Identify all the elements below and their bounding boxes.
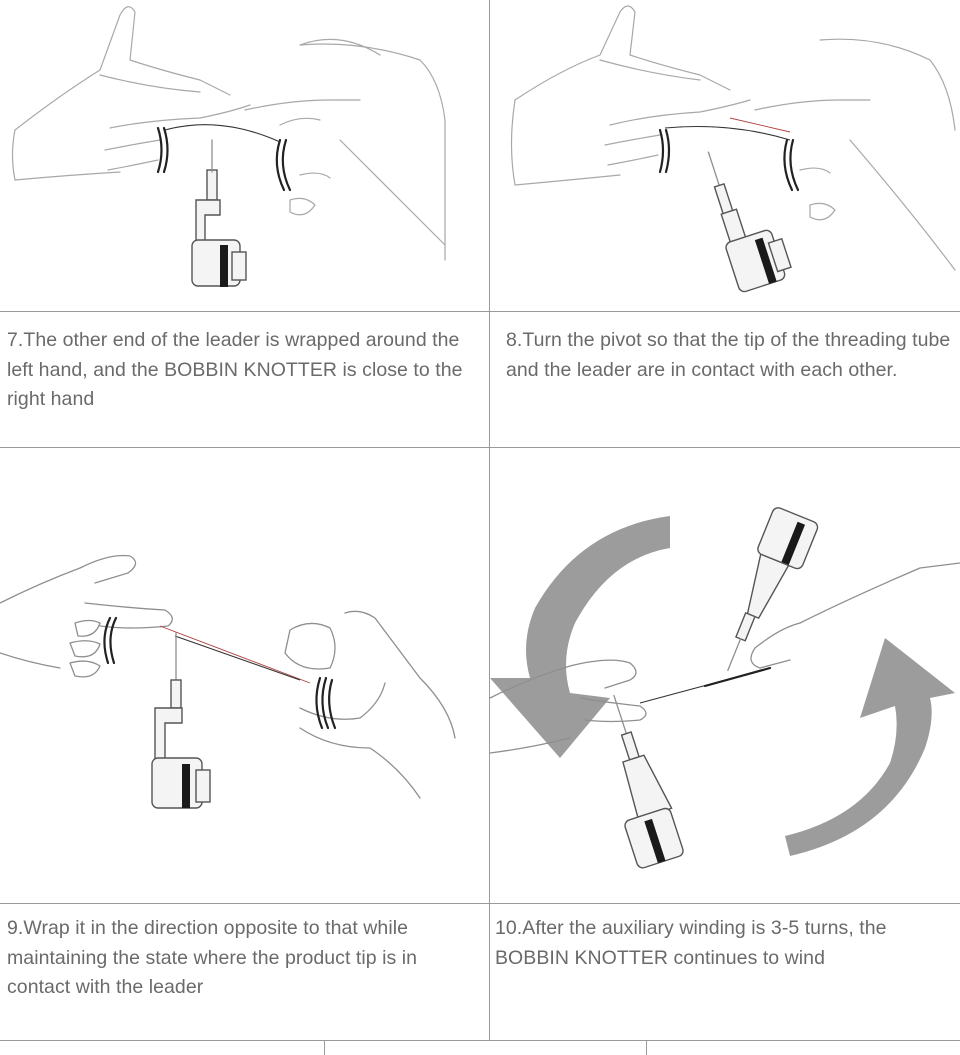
grid-divider-horizontal-4 bbox=[0, 1040, 960, 1041]
rotate-arrow-right-icon bbox=[785, 638, 955, 856]
step-8-caption: 8.Turn the pivot so that the tip of the … bbox=[506, 326, 954, 385]
grid-divider-horizontal-3 bbox=[0, 903, 960, 904]
step-7-illustration bbox=[0, 0, 489, 311]
step-7-caption: 7.The other end of the leader is wrapped… bbox=[7, 326, 485, 415]
step-9-caption: 9.Wrap it in the direction opposite to t… bbox=[7, 914, 477, 1003]
step-10-caption: 10.After the auxiliary winding is 3-5 tu… bbox=[495, 914, 955, 973]
grid-divider-bottom-1 bbox=[324, 1040, 325, 1055]
grid-divider-bottom-2 bbox=[646, 1040, 647, 1055]
rotate-arrow-left-icon bbox=[490, 516, 670, 758]
step-8-illustration bbox=[490, 0, 960, 311]
step-10-illustration bbox=[490, 448, 960, 903]
step-9-illustration bbox=[0, 448, 489, 903]
grid-divider-horizontal-1 bbox=[0, 311, 960, 312]
